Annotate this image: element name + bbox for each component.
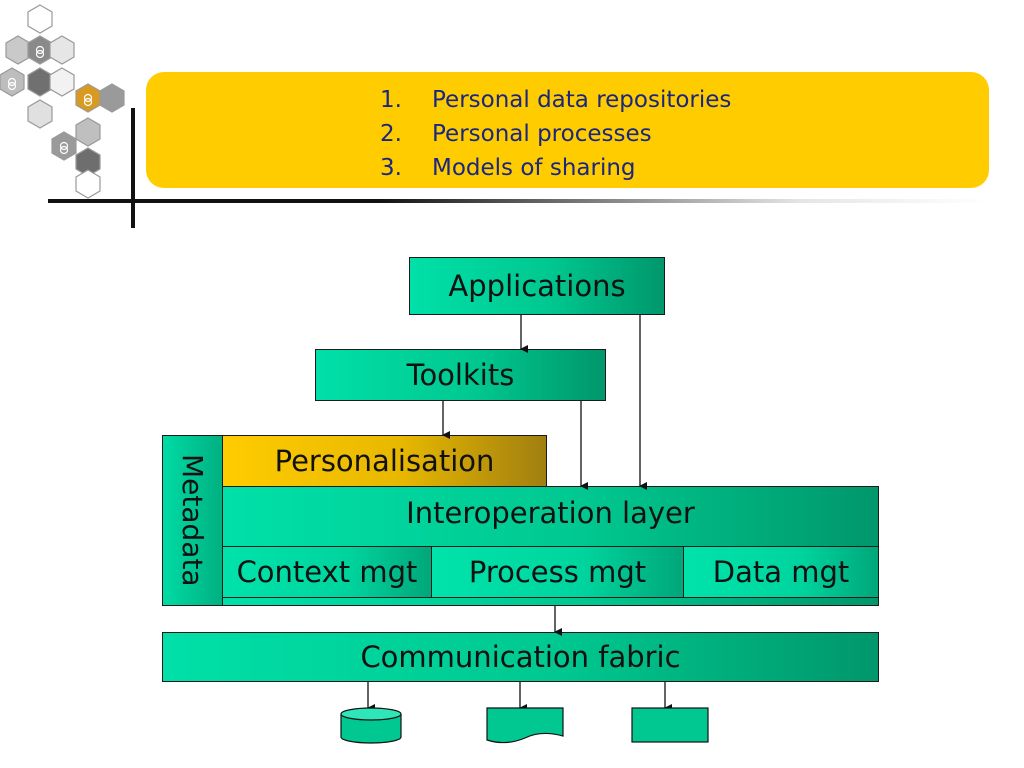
personalisation-box: Personalisation — [222, 435, 547, 487]
personalisation-label: Personalisation — [274, 444, 495, 478]
header-vertical-divider — [131, 108, 135, 228]
applications-label: Applications — [448, 269, 626, 303]
database-cylinder-icon — [340, 707, 402, 744]
header-banner — [146, 72, 989, 188]
list-number: 3. — [380, 155, 402, 181]
list-number: 1. — [380, 87, 402, 113]
interoperation-layer-label: Interoperation layer — [406, 496, 695, 530]
list-text: Personal processes — [432, 121, 652, 147]
communication-fabric-label: Communication fabric — [360, 640, 681, 674]
list-item: 2. Personal processes — [380, 117, 880, 151]
list-item: 3. Models of sharing — [380, 151, 880, 185]
list-text: Personal data repositories — [432, 87, 732, 113]
header-divider — [48, 199, 988, 203]
process-mgt-label: Process mgt — [468, 555, 647, 589]
storage-box-icon — [631, 707, 709, 743]
list-number: 2. — [380, 121, 402, 147]
document-icon — [486, 707, 564, 744]
toolkits-box: Toolkits — [315, 349, 606, 401]
data-mgt-box: Data mgt — [683, 546, 879, 598]
topic-list: 1. Personal data repositories 2. Persona… — [380, 83, 880, 185]
applications-box: Applications — [409, 257, 665, 315]
toolkits-label: Toolkits — [406, 358, 515, 392]
context-mgt-label: Context mgt — [236, 555, 418, 589]
list-text: Models of sharing — [432, 155, 636, 181]
context-mgt-box: Context mgt — [222, 546, 432, 598]
communication-fabric-box: Communication fabric — [162, 632, 879, 682]
data-mgt-label: Data mgt — [712, 555, 850, 589]
hexagon-cube-cluster-icon — [0, 4, 125, 199]
list-item: 1. Personal data repositories — [380, 83, 880, 117]
metadata-label: Metadata — [176, 454, 209, 587]
process-mgt-box: Process mgt — [431, 546, 684, 598]
